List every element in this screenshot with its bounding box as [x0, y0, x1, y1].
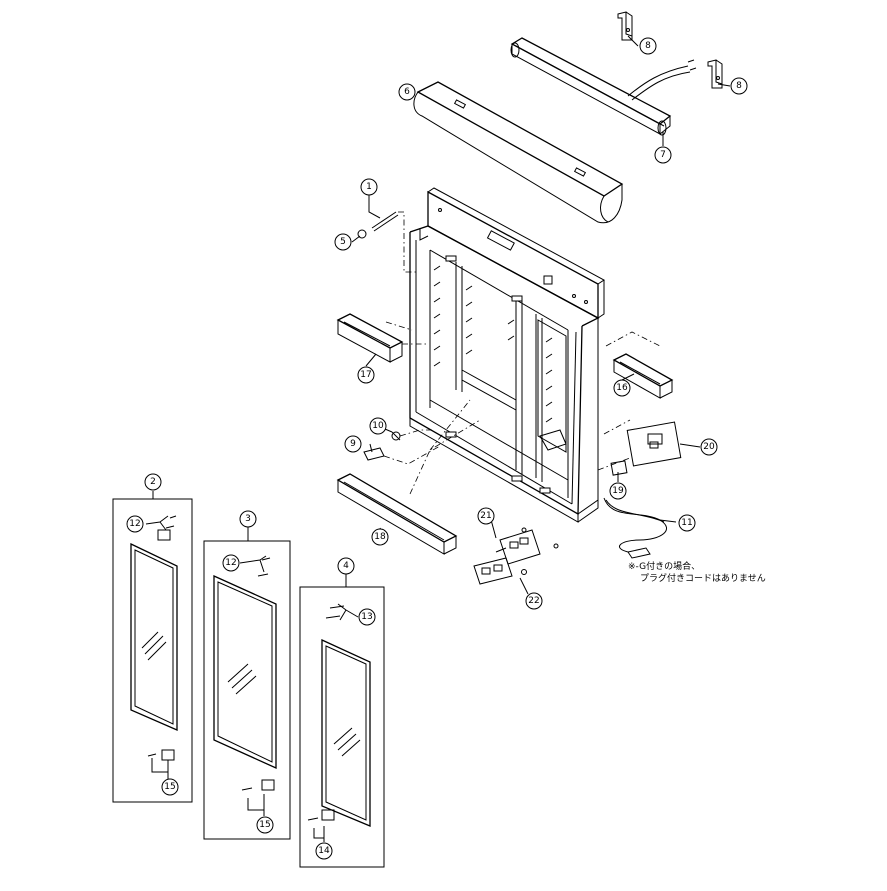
callout-12-box2-label: 12: [129, 519, 140, 529]
callout-22: 22: [525, 592, 543, 610]
outlet-parts: [473, 527, 559, 585]
callout-11-label: 11: [681, 518, 692, 528]
top-cover: [413, 81, 624, 224]
callout-10: 10: [369, 417, 387, 435]
callout-5-label: 5: [340, 237, 346, 247]
callout-3-label: 3: [245, 514, 251, 524]
callout-10-label: 10: [372, 421, 384, 431]
callout-12-box2: 12: [126, 515, 144, 533]
note-line-1: ※-G付きの場合、: [628, 562, 701, 572]
power-cord: [603, 497, 667, 559]
callout-8-right: 8: [730, 77, 748, 95]
callout-5: 5: [334, 233, 352, 251]
callout-4-label: 4: [343, 561, 349, 571]
callout-13: 13: [358, 608, 376, 626]
callout-9: 9: [344, 435, 362, 453]
callout-18-label: 18: [374, 532, 386, 542]
callout-1-label: 1: [366, 182, 372, 192]
callout-8-top-label: 8: [645, 41, 651, 51]
callout-12-box3: 12: [222, 554, 240, 572]
switch-parts: [597, 419, 682, 476]
callout-19-label: 19: [612, 486, 624, 496]
callout-2-label: 2: [150, 477, 156, 487]
bracket-top: [617, 11, 633, 41]
callout-3: 3: [239, 510, 257, 528]
door-box-3: [203, 540, 291, 840]
callout-22-label: 22: [528, 596, 539, 606]
callout-20: 20: [700, 438, 718, 456]
screw-and-washer: [357, 211, 416, 273]
callout-8-top: 8: [639, 37, 657, 55]
callout-15-box2: 15: [161, 778, 179, 796]
callout-7-label: 7: [660, 150, 666, 160]
callout-9-label: 9: [350, 439, 356, 449]
callout-11: 11: [678, 514, 696, 532]
callout-16-label: 16: [616, 383, 628, 393]
callouts: 1 2 3 4 5 6 7 8 8 9 10 11 12 12 13 14 15…: [126, 37, 748, 860]
callout-6: 6: [398, 83, 416, 101]
callout-15-box3: 15: [256, 816, 274, 834]
callout-12-box3-label: 12: [225, 558, 236, 568]
callout-14: 14: [315, 842, 333, 860]
callout-4: 4: [337, 557, 355, 575]
plate-and-knob: [363, 429, 441, 465]
tray-left: [336, 313, 428, 363]
tray-right: [605, 331, 674, 399]
callout-1: 1: [360, 178, 378, 196]
callout-13-label: 13: [361, 612, 372, 622]
callout-7: 7: [654, 146, 672, 164]
callout-16: 16: [613, 379, 631, 397]
door-box-4: [299, 586, 385, 868]
leader-lines: [145, 35, 731, 842]
callout-18: 18: [371, 528, 389, 546]
callout-6-label: 6: [404, 87, 410, 97]
cabinet-body: [409, 187, 605, 523]
callout-21-label: 21: [480, 511, 491, 521]
callout-19: 19: [609, 482, 627, 500]
callout-2: 2: [144, 473, 162, 491]
callout-17-label: 17: [360, 370, 371, 380]
callout-14-label: 14: [318, 846, 330, 856]
callout-20-label: 20: [703, 442, 715, 452]
callout-17: 17: [357, 366, 375, 384]
callout-15-box2-label: 15: [164, 782, 175, 792]
callout-8-right-label: 8: [736, 81, 742, 91]
callout-21: 21: [477, 507, 495, 525]
light-fixture: [510, 37, 697, 136]
callout-15-box3-label: 15: [259, 820, 270, 830]
note-line-2: プラグ付きコードはありません: [640, 574, 766, 584]
tray-bottom: [336, 399, 481, 555]
bracket-right: [707, 59, 723, 89]
door-box-2: [112, 498, 193, 803]
